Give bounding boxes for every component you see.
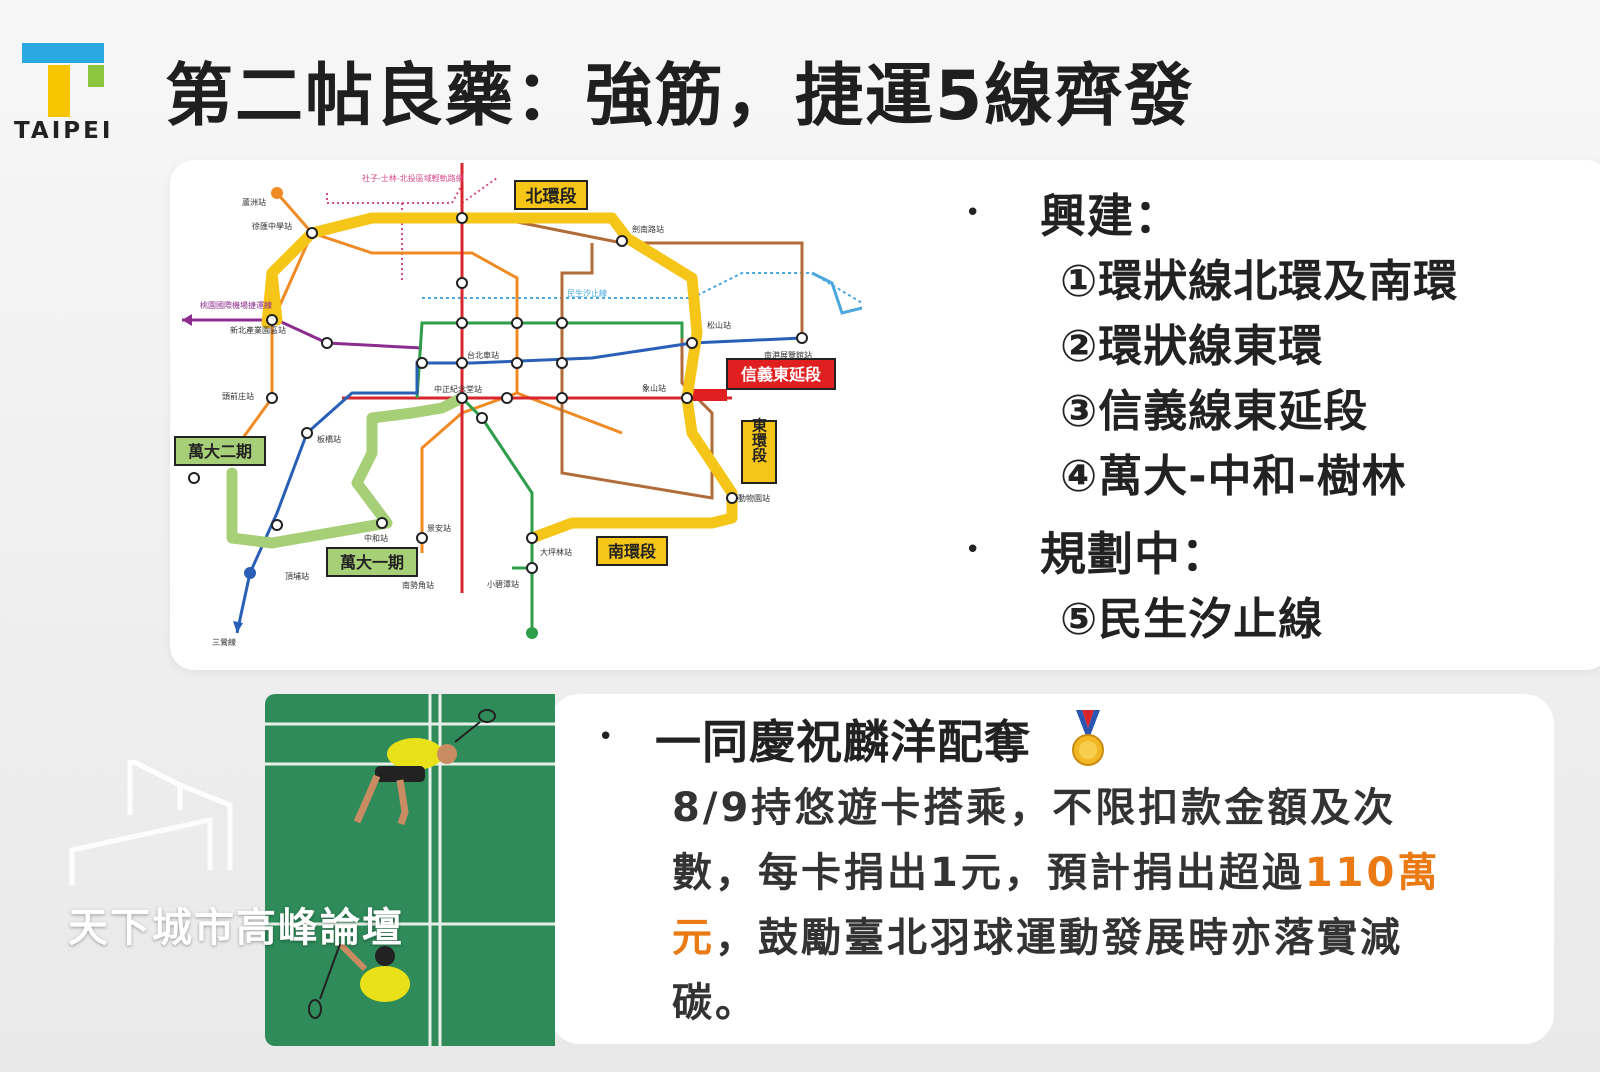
svg-text:桃園國際機場捷運線: 桃園國際機場捷運線 xyxy=(200,300,272,310)
build-bullet: • xyxy=(965,198,981,228)
svg-text:蘆洲站: 蘆洲站 xyxy=(242,197,266,207)
svg-text:台北車站: 台北車站 xyxy=(467,350,499,360)
airport-line xyxy=(182,318,423,350)
planning-bullet: • xyxy=(965,535,981,565)
segment-label-east: 東環段 xyxy=(741,417,777,484)
segment-label-south: 南環段 xyxy=(596,536,668,566)
svg-text:大坪林站: 大坪林站 xyxy=(540,547,572,557)
build-item-1: ①環狀線北環及南環 xyxy=(1060,256,1459,307)
svg-text:萬大一期: 萬大一期 xyxy=(340,553,404,572)
donation-amount: 110萬元 xyxy=(672,850,1441,961)
svg-text:三鶯線: 三鶯線 xyxy=(212,637,236,647)
segment-label-wanda1: 萬大一期 xyxy=(326,547,418,577)
planning-item-1: ⑤民生汐止線 xyxy=(1060,594,1324,645)
metro-map: 北環段 信義東延段 東環段 南環段 萬大二期 萬大一期 蘆洲站 徐匯中學站 新北… xyxy=(174,163,863,647)
blue-line xyxy=(235,336,803,634)
celebration-paragraph: 8/9持悠遊卡搭乘，不限扣款金額及次數，每卡捐出1元，預計捐出超過110萬元，鼓… xyxy=(672,776,1482,1036)
minsheng-arrow xyxy=(811,271,863,315)
celebration-panel xyxy=(550,694,1554,1044)
page-title: 第二帖良藥：強筋，捷運5線齊發 xyxy=(165,57,1195,136)
svg-text:動物園站: 動物園站 xyxy=(738,493,770,503)
minsheng-line xyxy=(422,272,863,304)
svg-text:中正紀念堂站: 中正紀念堂站 xyxy=(434,384,482,394)
forum-label: 天下城市高峰論壇 xyxy=(68,905,404,951)
svg-text:頭前庄站: 頭前庄站 xyxy=(222,391,254,401)
planning-heading: 規劃中： xyxy=(1040,527,1228,581)
svg-text:萬大二期: 萬大二期 xyxy=(188,442,252,461)
segment-label-wanda2: 萬大二期 xyxy=(174,436,266,466)
segment-label-north: 北環段 xyxy=(514,180,588,210)
svg-text:社子-士林-北投區域輕軌路網: 社子-士林-北投區域輕軌路網 xyxy=(362,173,464,183)
svg-text:北環段: 北環段 xyxy=(526,186,577,207)
svg-text:劍南路站: 劍南路站 xyxy=(632,224,664,234)
celebration-heading: 一同慶祝麟洋配奪 xyxy=(655,715,1031,769)
svg-text:東環段: 東環段 xyxy=(750,417,768,464)
green-line xyxy=(415,321,684,628)
svg-text:民生汐止線: 民生汐止線 xyxy=(567,288,607,298)
paragraph-text-b: ，鼓勵臺北羽球運動發展時亦落實減碳。 xyxy=(672,915,1403,1026)
svg-text:小碧潭站: 小碧潭站 xyxy=(487,579,519,589)
paragraph-text-a: 8/9持悠遊卡搭乘，不限扣款金額及次數，每卡捐出1元，預計捐出超過 xyxy=(672,785,1397,896)
circular-line xyxy=(261,212,738,544)
svg-text:南勢角站: 南勢角站 xyxy=(402,580,434,590)
svg-text:信義東延段: 信義東延段 xyxy=(741,365,822,384)
station-dots xyxy=(188,212,808,574)
svg-text:松山站: 松山站 xyxy=(707,320,731,330)
logo-label: TAIPEI xyxy=(14,118,114,144)
svg-text:新北產業園區站: 新北產業園區站 xyxy=(230,325,286,335)
xinyi-east-extension xyxy=(687,389,727,401)
gold-medal-icon xyxy=(1072,710,1104,766)
svg-text:南環段: 南環段 xyxy=(608,542,657,561)
taipei-logo xyxy=(22,43,104,117)
svg-text:板橋站: 板橋站 xyxy=(317,434,341,444)
forum-watermark-logo xyxy=(69,760,233,885)
wanda-line xyxy=(226,392,468,549)
build-item-4: ④萬大-中和-樹林 xyxy=(1060,451,1407,502)
light-rail-line xyxy=(326,184,463,204)
badminton-photo xyxy=(265,694,555,1046)
svg-text:頂埔站: 頂埔站 xyxy=(285,571,309,581)
celebration-bullet: • xyxy=(598,722,614,752)
build-item-2: ②環狀線東環 xyxy=(1060,321,1324,372)
svg-text:象山站: 象山站 xyxy=(642,383,666,393)
build-item-3: ③信義線東延段 xyxy=(1060,386,1369,437)
svg-text:中和站: 中和站 xyxy=(364,533,388,543)
svg-text:徐匯中學站: 徐匯中學站 xyxy=(252,221,292,231)
segment-label-xinyi-east: 信義東延段 xyxy=(726,358,836,390)
svg-text:景安站: 景安站 xyxy=(427,523,451,533)
svg-text:南港展覽館站: 南港展覽館站 xyxy=(764,350,812,360)
build-heading: 興建： xyxy=(1040,189,1181,243)
